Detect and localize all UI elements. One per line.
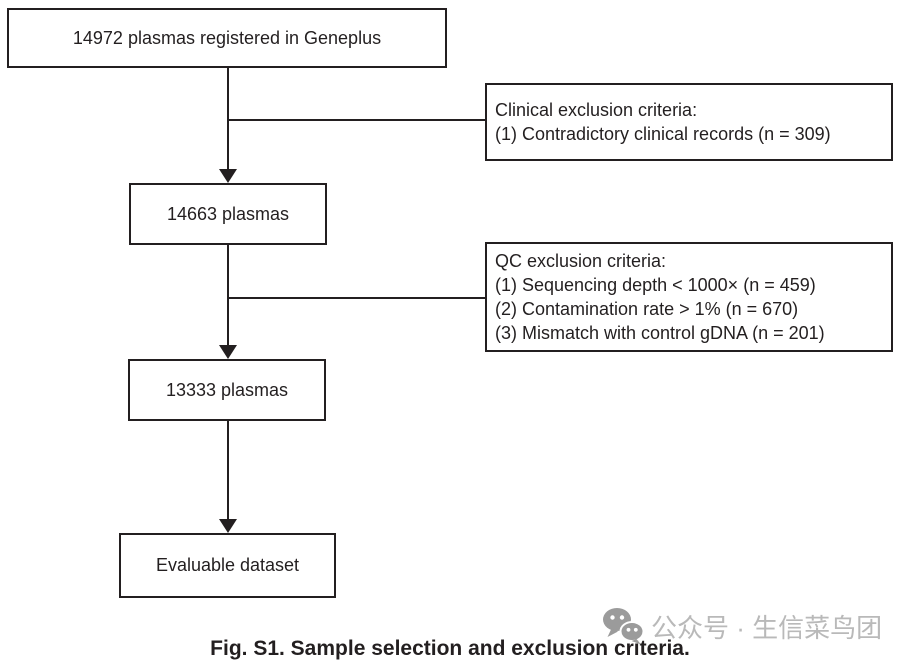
flow-box-after-qc-label: 13333 plasmas [165,379,289,400]
qc-exclusion-item: (2) Contamination rate > 1% (n = 670) [495,299,799,319]
connector-line-2 [227,245,229,346]
wechat-icon [603,608,644,645]
qc-exclusion-box: QC exclusion criteria: (1) Sequencing de… [485,242,893,352]
arrow-down-icon [219,345,237,359]
branch-line-qc [228,297,485,299]
qc-exclusion-title: QC exclusion criteria: [495,251,667,271]
flow-box-registered-label: 14972 plasmas registered in Geneplus [72,27,382,48]
flow-box-final: Evaluable dataset [119,533,336,598]
connector-line-3 [227,421,229,520]
clinical-exclusion-item: (1) Contradictory clinical records (n = … [495,124,831,144]
flow-box-after-clinical-label: 14663 plasmas [166,203,290,224]
branch-line-clinical [228,119,485,121]
watermark-text: 公众号 · 生信菜鸟团 [651,612,883,643]
flow-box-registered: 14972 plasmas registered in Geneplus [7,8,447,68]
qc-exclusion-item: (3) Mismatch with control gDNA (n = 201) [495,323,825,343]
figure-caption: Fig. S1. Sample selection and exclusion … [210,637,690,660]
flow-box-after-qc: 13333 plasmas [128,359,326,421]
flow-box-after-clinical: 14663 plasmas [129,183,327,245]
clinical-exclusion-box: Clinical exclusion criteria: (1) Contrad… [485,83,893,161]
clinical-exclusion-title: Clinical exclusion criteria: [495,100,698,120]
watermark: 公众号 · 生信菜鸟团 [602,607,882,645]
arrow-down-icon [219,169,237,183]
flow-box-final-label: Evaluable dataset [155,555,300,575]
arrow-down-icon [219,519,237,533]
qc-exclusion-item: (1) Sequencing depth < 1000× (n = 459) [495,275,816,295]
